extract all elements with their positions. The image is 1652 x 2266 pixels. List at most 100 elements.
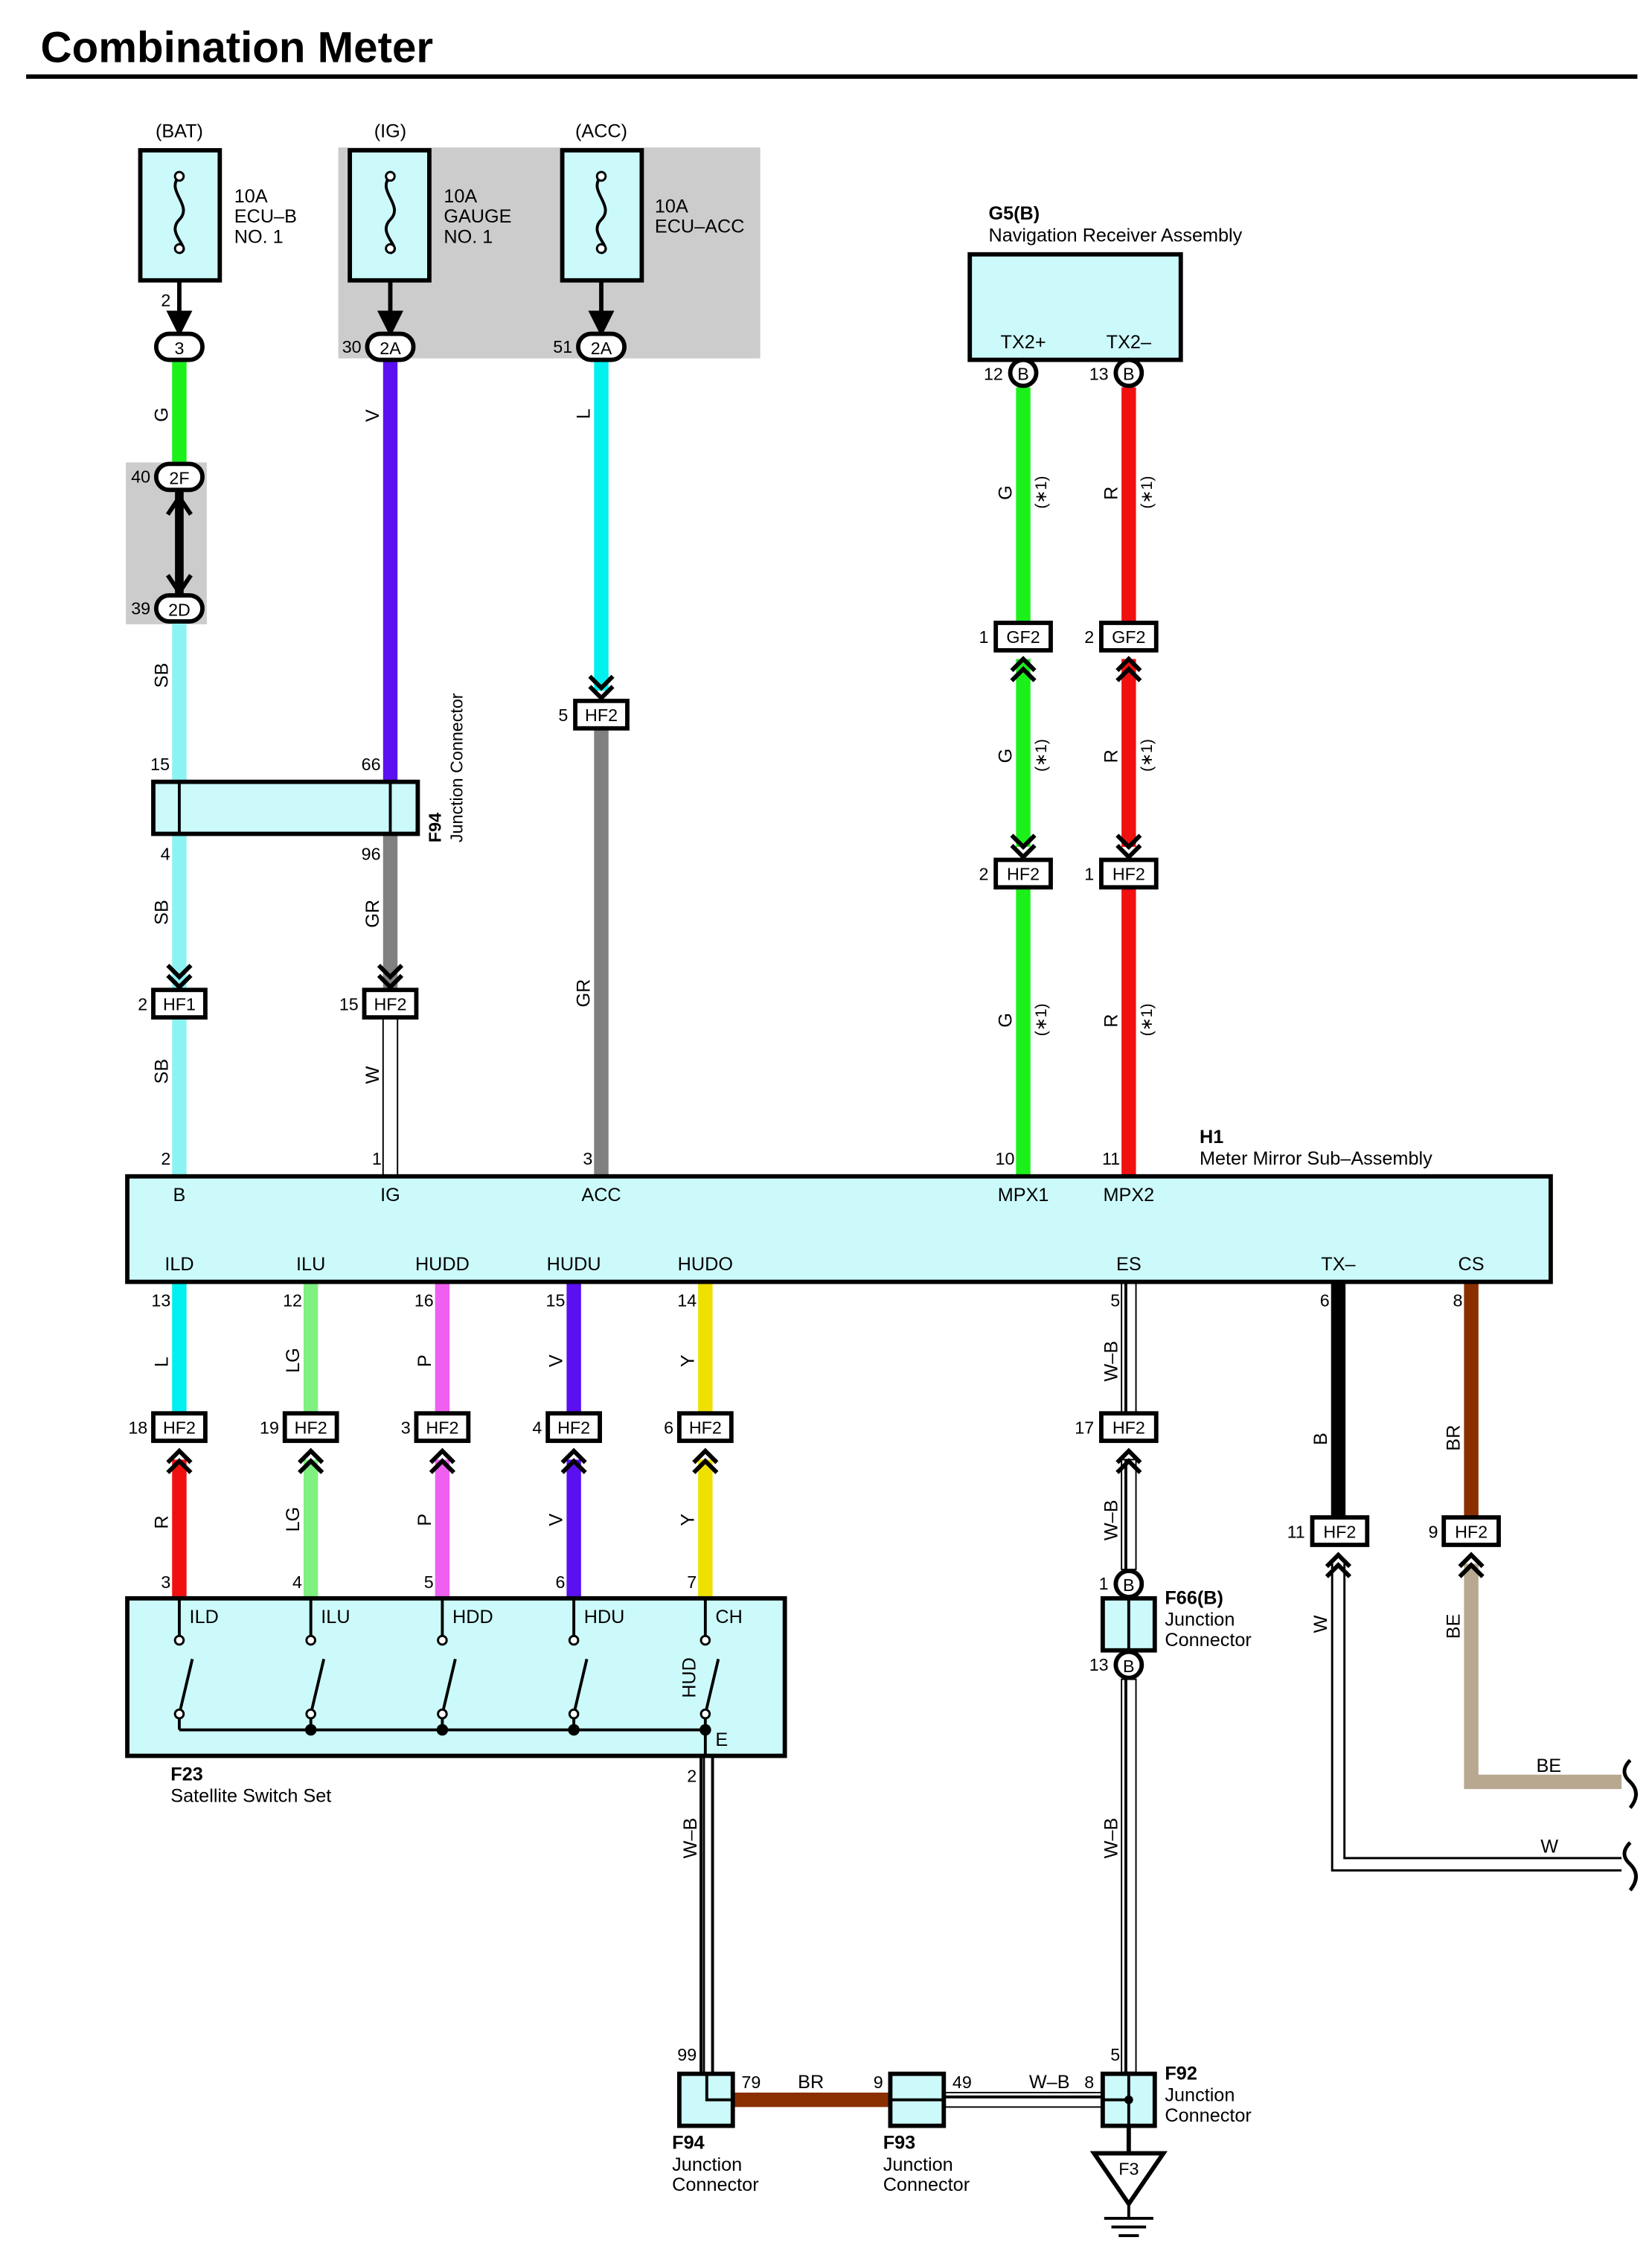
svg-text:W–B: W–B [1029,2072,1070,2093]
svg-text:12: 12 [283,1291,302,1310]
svg-text:9: 9 [874,2073,883,2092]
wire-w [1333,1564,1622,1869]
connector-hf2-lu: HF2 19 [260,1411,339,1444]
svg-text:HF1: HF1 [163,994,196,1014]
svg-text:V: V [362,409,383,422]
svg-text:G: G [151,407,172,422]
fuse-amp: 10A [444,186,477,207]
svg-text:B: B [1017,365,1029,384]
pin-number: 4 [532,1418,542,1437]
pin-number: 4 [161,844,170,863]
connector-gf2-b: GF2 2 [1084,621,1159,653]
fuse-gauge: (IG) 10A GAUGE NO. 1 [348,121,512,283]
svg-text:2: 2 [687,1766,697,1785]
wire-p [435,1459,450,1598]
ground-icon: F3 [1089,2125,1168,2238]
svg-text:HF2: HF2 [163,1418,196,1437]
junction-f66: B 1 B 13 F66(B) Junction Connector [1089,1569,1252,1680]
svg-text:2A: 2A [380,339,401,358]
wire-v [566,1283,581,1414]
pin-number: 9 [1428,1522,1438,1541]
svg-text:49: 49 [953,2073,972,2092]
wire-gr [594,728,609,1177]
svg-text:V: V [546,1354,567,1367]
svg-text:HF2: HF2 [1112,1418,1145,1437]
pin-number: 51 [553,337,572,356]
connector-2a-ig: 2A 30 [342,331,416,362]
svg-text:1: 1 [1099,1574,1109,1593]
wire-link [175,488,184,598]
wire-y [698,1459,713,1598]
svg-text:HDD: HDD [452,1607,493,1628]
svg-text:(∗1): (∗1) [1138,1003,1156,1036]
fuse-ecu-acc: (ACC) 10A ECU–ACC [560,121,745,283]
svg-text:BR: BR [1444,1425,1464,1451]
svg-text:HF2: HF2 [689,1418,722,1437]
svg-text:8: 8 [1453,1291,1462,1310]
connector-3: 3 [153,331,205,362]
svg-text:H1: H1 [1200,1127,1223,1148]
pin-number: 2 [979,865,989,884]
svg-text:Y: Y [677,1354,698,1367]
connector-2d: 2D 39 [131,593,205,624]
svg-text:ILU: ILU [321,1607,350,1628]
connector-hf2-cs: HF2 9 [1428,1515,1501,1547]
wire-b [1331,1283,1346,1518]
svg-text:HF2: HF2 [585,705,618,725]
svg-text:E: E [715,1729,728,1750]
fuse-name2: NO. 1 [444,226,493,247]
svg-text:Connector: Connector [1165,1630,1251,1651]
svg-text:HDU: HDU [584,1607,625,1628]
svg-text:Meter Mirror Sub–Assembly: Meter Mirror Sub–Assembly [1200,1148,1432,1169]
pin-number: 3 [401,1418,411,1437]
wire-sb [172,621,187,784]
svg-text:(∗1): (∗1) [1032,739,1050,772]
svg-text:2: 2 [161,1149,170,1168]
svg-text:P: P [414,1514,435,1526]
pin-number: 1 [1084,865,1094,884]
wire-wb [944,2091,1102,2108]
svg-text:BE: BE [1444,1614,1464,1639]
svg-text:HF2: HF2 [374,994,406,1014]
svg-text:Connector: Connector [672,2174,758,2195]
pin-number: 19 [260,1418,279,1437]
svg-text:HUDO: HUDO [678,1254,733,1275]
pin-number: 17 [1075,1418,1094,1437]
fuse-name: ECU–ACC [655,217,745,237]
svg-text:3: 3 [161,1572,170,1592]
svg-text:6: 6 [556,1572,566,1592]
svg-text:TX2–: TX2– [1107,332,1152,353]
svg-text:2F: 2F [169,469,189,488]
svg-text:TX–: TX– [1321,1254,1356,1275]
svg-text:HF2: HF2 [426,1418,458,1437]
svg-text:BE: BE [1536,1755,1561,1776]
connector-hf2-ig: HF2 15 [339,988,419,1020]
wire-r [1121,387,1136,624]
wire-lg [303,1283,318,1414]
connector-hf2-do: HF2 6 [664,1411,734,1444]
wire-be [1464,1564,1622,1790]
connector-hf2-mpx1: HF2 2 [979,857,1053,890]
svg-text:ILD: ILD [190,1607,219,1628]
svg-text:13: 13 [151,1291,170,1310]
wire-r [1121,659,1136,847]
svg-text:4: 4 [292,1572,302,1592]
wire-br [1464,1283,1479,1518]
pin-number: 2 [161,291,170,310]
svg-text:5: 5 [1110,2045,1120,2064]
wire-l [594,361,609,691]
junction-f94-bottom: 99 79 F94 Junction Connector [672,2045,761,2195]
svg-text:HF2: HF2 [1007,865,1040,884]
fuse-box [138,148,222,283]
svg-text:F93: F93 [883,2133,915,2154]
fuse-amp: 10A [655,196,688,217]
svg-text:BR: BR [798,2072,824,2093]
junction-f93: 9 49 F93 Junction Connector [874,2071,972,2195]
pin-number: 12 [984,365,1003,384]
pin-number: 11 [1287,1522,1305,1541]
pin-number: 40 [131,467,150,487]
svg-text:HUDU: HUDU [547,1254,601,1275]
svg-text:(∗1): (∗1) [1032,476,1050,509]
connector-2a-acc: 2A 51 [553,331,627,362]
